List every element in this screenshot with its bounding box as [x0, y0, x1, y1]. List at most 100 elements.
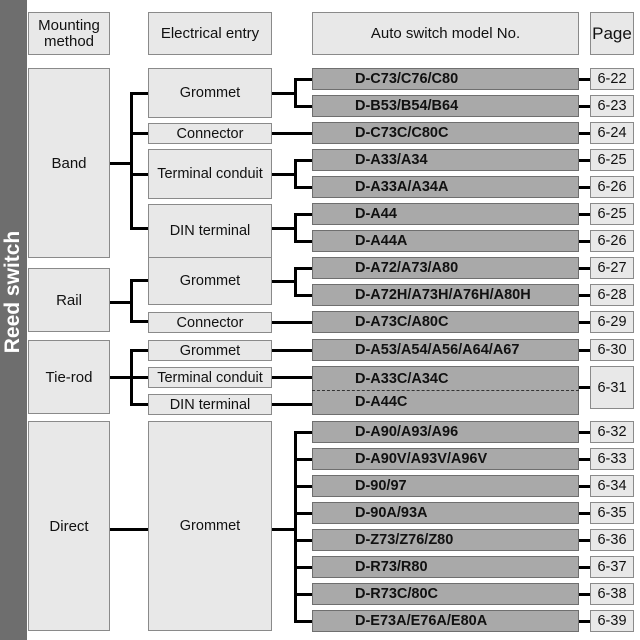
connector-line	[130, 279, 148, 282]
entry-band-connector: Connector	[148, 123, 272, 144]
connector-line	[130, 320, 148, 323]
model-d-a33a-a34a: D-A33A/A34A	[312, 176, 579, 198]
header-electrical-entry: Electrical entry	[148, 12, 272, 55]
model-d-a44c: D-A44C	[355, 394, 408, 411]
page-6-36: 6-36	[590, 529, 634, 551]
connector-line	[130, 132, 148, 135]
connector-line	[294, 186, 312, 189]
connector-line	[294, 78, 312, 81]
connector-line	[130, 349, 148, 352]
page-stub	[579, 539, 590, 542]
model-d-z73-z76-z80: D-Z73/Z76/Z80	[312, 529, 579, 551]
page-6-28: 6-28	[590, 284, 634, 306]
connector-line	[294, 593, 312, 596]
mounting-rail: Rail	[28, 268, 110, 332]
connector-line	[272, 321, 312, 324]
page-6-30: 6-30	[590, 339, 634, 361]
entry-band-din-terminal: DIN terminal	[148, 204, 272, 258]
connector-line	[294, 485, 312, 488]
page-6-26: 6-26	[590, 176, 634, 198]
entry-rail-grommet: Grommet	[148, 257, 272, 305]
mounting-tie-rod: Tie-rod	[28, 340, 110, 414]
page-6-39: 6-39	[590, 610, 634, 632]
connector-line	[272, 227, 296, 230]
model-d-a33c-a34c: D-A33C/A34C	[355, 370, 449, 387]
connector-line	[110, 528, 148, 531]
connector-line	[294, 431, 297, 622]
page-stub	[579, 349, 590, 352]
page-6-29: 6-29	[590, 311, 634, 333]
connector-line	[272, 132, 312, 135]
connector-line	[294, 240, 312, 243]
connector-line	[294, 213, 297, 243]
entry-rail-connector: Connector	[148, 312, 272, 333]
model-d-r73c-80c: D-R73C/80C	[312, 583, 579, 605]
page-stub	[579, 458, 590, 461]
page-stub	[579, 159, 590, 162]
connector-line	[110, 301, 132, 304]
page-6-31: 6-31	[590, 366, 634, 409]
connector-line	[130, 92, 133, 230]
model-divider-dashed	[312, 390, 579, 391]
model-d-e73a-e76a-e80a: D-E73A/E76A/E80A	[312, 610, 579, 632]
page-stub	[579, 213, 590, 216]
model-d-c73c-c80c: D-C73C/C80C	[312, 122, 579, 144]
mounting-direct: Direct	[28, 421, 110, 631]
model-d-a33-a34: D-A33/A34	[312, 149, 579, 171]
page-stub	[579, 240, 590, 243]
page-stub	[579, 485, 590, 488]
page-stub	[579, 512, 590, 515]
model-d-a44: D-A44	[312, 203, 579, 225]
page-stub	[579, 431, 590, 434]
page-stub	[579, 105, 590, 108]
page-6-26-din: 6-26	[590, 230, 634, 252]
connector-line	[294, 431, 312, 434]
connector-line	[272, 280, 296, 283]
page-stub	[579, 321, 590, 324]
connector-line	[294, 267, 312, 270]
page-stub	[579, 78, 590, 81]
connector-line	[294, 267, 297, 297]
connector-line	[110, 376, 132, 379]
header-mounting-method: Mounting method	[28, 12, 110, 55]
side-label-text: Reed switch	[1, 230, 24, 354]
connector-line	[272, 403, 312, 406]
connector-line	[272, 376, 312, 379]
page-6-25-din: 6-25	[590, 203, 634, 225]
page-stub	[579, 267, 590, 270]
model-d-a90-a93-a96: D-A90/A93/A96	[312, 421, 579, 443]
page-stub	[579, 186, 590, 189]
mounting-band: Band	[28, 68, 110, 258]
page-stub	[579, 566, 590, 569]
connector-line	[294, 159, 297, 189]
model-d-a90v-a93v-a96v: D-A90V/A93V/A96V	[312, 448, 579, 470]
connector-line	[130, 173, 148, 176]
page-6-27: 6-27	[590, 257, 634, 279]
connector-line	[294, 294, 312, 297]
connector-line	[294, 105, 312, 108]
page-6-33: 6-33	[590, 448, 634, 470]
entry-band-grommet: Grommet	[148, 68, 272, 118]
connector-line	[130, 376, 148, 379]
entry-tie-rod-grommet: Grommet	[148, 340, 272, 361]
model-d-90a-93a: D-90A/93A	[312, 502, 579, 524]
entry-band-terminal-conduit: Terminal conduit	[148, 149, 272, 199]
model-d-a73c-a80c: D-A73C/A80C	[312, 311, 579, 333]
connector-line	[294, 539, 312, 542]
page-stub	[579, 386, 590, 389]
connector-line	[130, 403, 148, 406]
page-6-37: 6-37	[590, 556, 634, 578]
connector-line	[294, 458, 312, 461]
page-6-38: 6-38	[590, 583, 634, 605]
connector-line	[110, 162, 132, 165]
page-6-22: 6-22	[590, 68, 634, 90]
model-d-c73-c76-c80: D-C73/C76/C80	[312, 68, 579, 90]
page-6-35: 6-35	[590, 502, 634, 524]
connector-line	[130, 227, 148, 230]
model-d-r73-r80: D-R73/R80	[312, 556, 579, 578]
side-label-bar: Reed switch	[0, 0, 27, 640]
model-d-a53-a54-a56-a64-a67: D-A53/A54/A56/A64/A67	[312, 339, 579, 361]
page-6-34: 6-34	[590, 475, 634, 497]
entry-tie-rod-terminal-conduit: Terminal conduit	[148, 367, 272, 388]
connector-line	[294, 78, 297, 108]
